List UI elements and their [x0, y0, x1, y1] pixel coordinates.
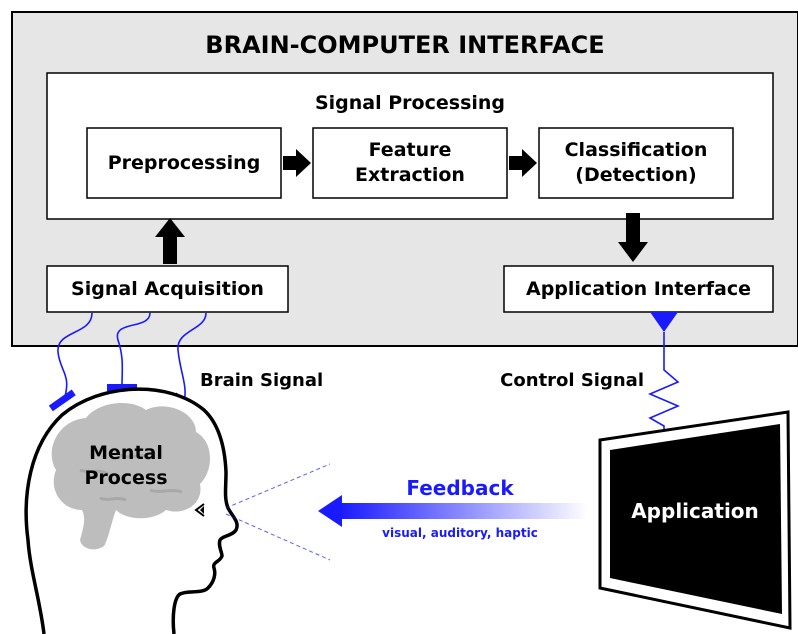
bci-title: BRAIN-COMPUTER INTERFACE	[205, 31, 605, 60]
feedback-modalities-label: visual, auditory, haptic	[382, 526, 538, 541]
control-signal-wire	[647, 332, 681, 438]
arrow-feature-to-classification	[509, 149, 537, 177]
signal-acquisition-label: Signal Acquisition	[71, 277, 264, 300]
gaze-lines	[225, 463, 331, 561]
feedback-arrow-head	[318, 495, 342, 527]
eye-pupil	[200, 506, 204, 514]
electrode-wires	[57, 312, 207, 403]
application-label: Application	[631, 499, 759, 523]
feedback-arrow-shaft	[340, 503, 588, 519]
brain-shape	[51, 403, 211, 550]
eye-icon	[194, 503, 205, 517]
mental-process-label: Mental Process	[84, 442, 168, 489]
classification-label: Classification (Detection)	[564, 139, 708, 186]
interface-connector	[650, 312, 678, 332]
monitor-screen	[610, 424, 782, 614]
feature-extraction-label: Feature Extraction	[355, 139, 465, 186]
arrow-preprocessing-to-feature	[283, 149, 311, 177]
signal-acquisition-box	[46, 265, 289, 313]
classification-box	[538, 127, 734, 199]
brain-folds	[79, 453, 183, 502]
arrow-classification-to-interface	[618, 213, 648, 262]
brain-signal-label: Brain Signal	[200, 370, 324, 392]
control-signal-label: Control Signal	[500, 370, 644, 392]
arrow-acquisition-to-preprocessing	[155, 218, 185, 264]
feedback-label: Feedback	[406, 476, 514, 500]
preprocessing-box	[86, 127, 282, 199]
preprocessing-label: Preprocessing	[107, 151, 261, 174]
application-interface-label: Application Interface	[526, 277, 751, 300]
signal-processing-label: Signal Processing	[314, 91, 506, 114]
feature-extraction-box	[312, 127, 508, 199]
application-interface-box	[503, 265, 774, 313]
